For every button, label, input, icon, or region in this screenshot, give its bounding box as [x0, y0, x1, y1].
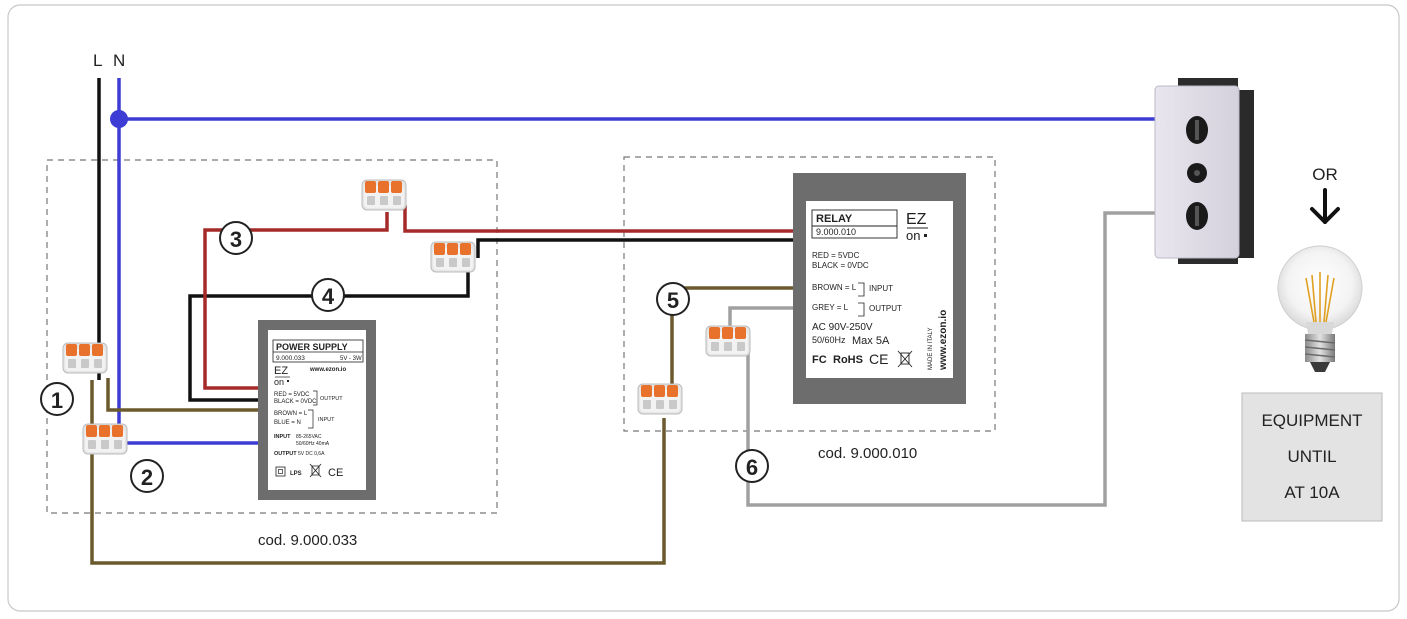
relay-weee-bin-icon: [897, 350, 913, 368]
relay-website: www.ezon.io: [938, 310, 949, 371]
live-label: L: [93, 51, 102, 70]
wago-connector-2: [82, 423, 128, 455]
ps-input-label: INPUT: [318, 417, 335, 423]
relay-brown: BROWN = L: [812, 283, 857, 292]
svg-text:3: 3: [230, 227, 242, 252]
ps-logo-bottom: on: [274, 377, 284, 387]
relay-grey: GREY = L: [812, 303, 849, 312]
neutral-label: N: [113, 51, 125, 70]
marker-5: 5: [656, 282, 690, 316]
ps-out-red: RED = 5VDC: [274, 392, 310, 398]
ps-output-spec-label: OUTPUT: [274, 451, 297, 457]
ps-output-label: OUTPUT: [320, 396, 343, 402]
ps-website: www.ezon.io: [309, 367, 346, 373]
red-wires: [203, 205, 798, 390]
ps-caption: cod. 9.000.033: [258, 532, 357, 549]
marker-4: 4: [311, 278, 345, 312]
relay-dashed-box: [623, 156, 996, 432]
svg-text:6: 6: [746, 455, 758, 480]
neutral-junction: [110, 110, 128, 128]
ps-in-blue: BLUE = N: [274, 420, 301, 426]
svg-text:2: 2: [141, 465, 153, 490]
wago-connector-3: [361, 179, 407, 211]
marker-6: 6: [735, 449, 769, 483]
ps-marks: LPS: [290, 471, 302, 477]
ps-input-spec-2: 50/60Hz 40mA: [296, 441, 330, 447]
arrow-down-icon: [1310, 188, 1340, 224]
equipment-box: EQUIPMENT UNTIL AT 10A: [1241, 392, 1383, 522]
svg-text:1: 1: [51, 388, 63, 413]
relay-max: Max 5A: [852, 335, 890, 347]
ps-out-black: BLACK = 0VDC: [274, 399, 317, 405]
ps-code: 9.000.033: [276, 355, 305, 362]
marker-1: 1: [40, 382, 74, 416]
equipment-line-1: EQUIPMENT: [1261, 411, 1362, 430]
relay-hz: 50/60Hz: [812, 335, 846, 345]
equipment-line-2: UNTIL: [1287, 447, 1336, 466]
ps-title: POWER SUPPLY: [276, 342, 348, 352]
ps-logo-top: EZ: [274, 365, 288, 377]
wago-connector-4: [430, 241, 476, 273]
relay-logo-bottom: on: [906, 228, 920, 243]
relay-red: RED = 5VDC: [812, 251, 860, 260]
wago-connector-5: [637, 383, 683, 415]
ps-input-spec-label: INPUT: [274, 434, 291, 440]
ps-in-brown: BROWN = L: [274, 411, 308, 417]
light-bulb-icon: [1277, 245, 1363, 372]
relay-made-in: MADE IN ITALY: [928, 328, 934, 370]
ps-double-insulation-icon: [275, 466, 286, 477]
or-label: OR: [1312, 165, 1338, 184]
relay-input-label: INPUT: [869, 284, 893, 293]
svg-text:5: 5: [667, 288, 679, 313]
wago-connector-6: [705, 325, 751, 357]
relay-ac: AC 90V-250V: [812, 322, 873, 333]
relay-title: RELAY: [816, 213, 853, 225]
power-supply-module: POWER SUPPLY 9.000.033 5V - 3W EZ on www…: [258, 320, 376, 500]
marker-3: 3: [219, 221, 253, 255]
ps-weee-bin-icon: [309, 463, 322, 478]
relay-caption: cod. 9.000.010: [818, 445, 917, 462]
relay-code: 9.000.010: [816, 227, 856, 237]
relay-black: BLACK = 0VDC: [812, 261, 869, 270]
ps-output-spec: 5V DC 0,6A: [298, 451, 325, 457]
relay-rohs-mark: RoHS: [833, 354, 863, 366]
wall-socket: [1154, 78, 1254, 264]
relay-output-label: OUTPUT: [869, 304, 902, 313]
ps-rating: 5V - 3W: [340, 356, 362, 362]
relay-ce-mark: CE: [869, 351, 888, 367]
outer-frame: [7, 4, 1400, 612]
live-wires: [97, 78, 798, 402]
equipment-line-3: AT 10A: [1284, 483, 1340, 502]
wago-connector-1: [62, 342, 108, 374]
relay-fc-mark: FC: [812, 354, 827, 366]
relay-logo-top: EZ: [906, 211, 927, 228]
ps-input-spec-1: 85-265VAC: [296, 434, 322, 440]
ps-ce-mark: CE: [328, 467, 343, 479]
svg-text:4: 4: [322, 284, 335, 309]
marker-2: 2: [130, 459, 164, 493]
brown-wires: [90, 286, 798, 565]
relay-module: RELAY 9.000.010 EZ on RED = 5VDC BLACK =…: [793, 173, 966, 404]
power-supply-dashed-box: [46, 159, 498, 514]
